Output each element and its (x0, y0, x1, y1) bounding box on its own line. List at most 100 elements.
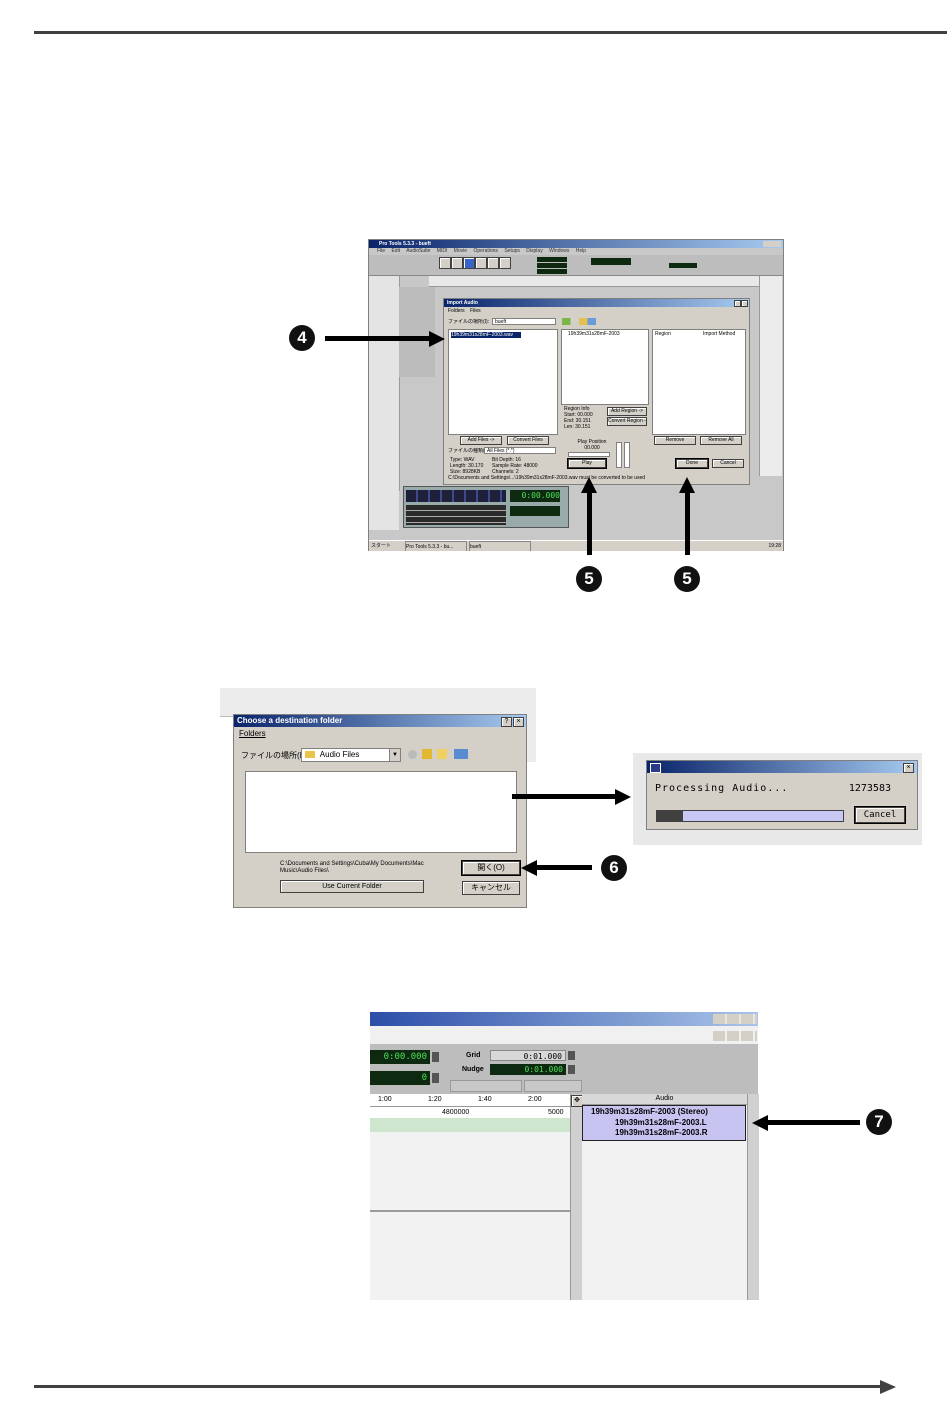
close-icon[interactable]: × (513, 717, 524, 727)
taskbar-protools[interactable]: Pro Tools 5.3.3 - bu... (405, 541, 467, 551)
callout-7-arrowhead (752, 1115, 768, 1131)
audio-list-header: Audio (582, 1094, 747, 1105)
callout-5-done-arrow (685, 492, 690, 555)
menu-edit[interactable]: Edit (391, 248, 401, 254)
menu-movie[interactable]: Movie (453, 248, 468, 254)
menu-files[interactable]: Files (470, 308, 481, 314)
file-regions-list[interactable]: 19h39m31s28mF-2003 (561, 329, 649, 405)
file-length-info: Length: 30.170 (450, 463, 484, 469)
audio-region-left[interactable]: 19h39m31s28mF-2003.L (615, 1118, 707, 1127)
grid-value[interactable]: 0:01.000 (490, 1050, 566, 1061)
secondary-counter[interactable]: 0 (370, 1071, 430, 1085)
zoom-tool-button[interactable] (439, 257, 451, 269)
edit-scrollbar[interactable] (570, 1094, 583, 1300)
help-button[interactable] (734, 300, 741, 307)
volume-fader-2[interactable] (624, 442, 630, 468)
import-dialog-titlebar: Import Audio (444, 299, 749, 307)
audio-list-title: Audio (655, 1095, 674, 1102)
volume-fader[interactable] (616, 442, 622, 468)
menu-file[interactable]: File (377, 248, 386, 254)
new-folder-icon[interactable] (437, 749, 447, 759)
main-counter[interactable]: 0:00.000 (370, 1050, 430, 1064)
pencil-tool-button[interactable] (499, 257, 511, 269)
import-region-list[interactable]: Region Import Method (652, 329, 746, 435)
audio-region-list: Audio 19h39m31s28mF-2003 (Stereo) 19h39m… (582, 1094, 747, 1300)
grid-menu[interactable] (568, 1051, 575, 1060)
taskbar-folder[interactable]: bueft (469, 541, 531, 551)
callout-6: 6 (601, 855, 627, 881)
main-counter[interactable] (537, 257, 567, 262)
tray-clock: 19:28 (768, 543, 781, 549)
done-button[interactable]: Done (675, 458, 709, 469)
play-button[interactable]: Play (567, 458, 607, 469)
look-in-dropdown[interactable]: bueft (492, 318, 556, 325)
close-icon[interactable]: × (903, 763, 914, 773)
menu-setups[interactable]: Setups (504, 248, 520, 254)
file-type-dropdown[interactable]: All Files (*.*) (484, 447, 556, 454)
use-current-folder-button[interactable]: Use Current Folder (280, 880, 424, 893)
region-column-header: Region (655, 331, 671, 337)
audio-region-stereo[interactable]: 19h39m31s28mF-2003 (Stereo) (591, 1107, 708, 1116)
start-counter[interactable] (537, 263, 567, 268)
convert-region-button[interactable]: Convert Region -> (607, 417, 647, 426)
nudge-menu[interactable] (568, 1065, 575, 1074)
add-region-button[interactable]: Add Region -> (607, 407, 647, 416)
look-in-dropdown[interactable]: Audio Files ▼ (301, 748, 401, 762)
menu-operations[interactable]: Operations (473, 248, 498, 254)
callout-6-arrowhead (521, 860, 537, 876)
menu-audiosuite[interactable]: AudioSuite (406, 248, 431, 254)
menu-folders[interactable]: Folders (448, 308, 465, 314)
menu-help[interactable]: Help (575, 248, 587, 254)
secondary-counter-menu[interactable] (432, 1073, 439, 1083)
file-item-selected[interactable]: 19h39m31s28mF-2003.wav (451, 332, 521, 338)
selection-counter[interactable] (591, 258, 631, 265)
transport-pre-roll[interactable] (510, 506, 560, 516)
grabber-tool-button[interactable] (475, 257, 487, 269)
play-position-slider[interactable] (568, 452, 610, 457)
region-list-scrollbar[interactable] (747, 1094, 759, 1300)
up-folder-icon[interactable] (422, 749, 432, 759)
nudge-counter[interactable] (669, 263, 697, 268)
callout-5-done-arrowhead (679, 477, 695, 493)
view-menu-icon[interactable] (454, 749, 468, 759)
processing-text: Processing Audio... (655, 783, 789, 794)
nav-icons[interactable] (562, 318, 596, 325)
start-button[interactable]: スタート (371, 543, 392, 549)
speaker-tool-button[interactable] (487, 257, 499, 269)
processing-cancel-button[interactable]: Cancel (854, 806, 906, 824)
convert-files-button[interactable]: Convert Files (507, 436, 549, 445)
cancel-button[interactable]: Cancel (712, 459, 744, 468)
main-counter-menu[interactable] (432, 1052, 439, 1062)
edit-window-titlebar (370, 1012, 758, 1026)
back-icon[interactable] (408, 750, 417, 759)
window-controls[interactable] (763, 241, 781, 247)
folder-list[interactable] (245, 771, 517, 853)
trim-tool-button[interactable] (451, 257, 463, 269)
look-in-value: Audio Files (319, 750, 360, 759)
remove-button[interactable]: Remove (654, 436, 696, 445)
nudge-value[interactable]: 0:01.000 (490, 1064, 566, 1075)
document-window-controls[interactable] (713, 1031, 757, 1041)
ruler-mark-4: 2:00 (528, 1096, 542, 1103)
cancel-button[interactable]: キャンセル (462, 881, 520, 895)
transport-buttons[interactable] (406, 490, 506, 502)
folders-menu[interactable]: Folders (239, 729, 266, 738)
menu-windows[interactable]: Windows (549, 248, 570, 254)
select-tool-button[interactable] (463, 257, 475, 269)
marker-strip (370, 1118, 570, 1133)
menu-display[interactable]: Display (526, 248, 543, 254)
end-counter[interactable] (537, 269, 567, 274)
close-icon[interactable] (741, 300, 748, 307)
file-list[interactable]: 19h39m31s28mF-2003.wav (448, 329, 558, 435)
add-files-button[interactable]: Add Files -> (460, 436, 502, 445)
file-type-info: Type: WAV (450, 457, 475, 463)
audio-region-right[interactable]: 19h39m31s28mF-2003.R (615, 1128, 708, 1137)
transport-counter[interactable]: 0:00.000 (510, 490, 560, 502)
audio-list-selected: 19h39m31s28mF-2003 (Stereo) 19h39m31s28m… (582, 1105, 746, 1141)
window-controls[interactable] (713, 1014, 757, 1024)
open-button[interactable]: 開く(O) (461, 860, 521, 876)
ruler-mark-1: 1:00 (378, 1096, 392, 1103)
menu-midi[interactable]: MIDI (436, 248, 448, 254)
remove-all-button[interactable]: Remove All (700, 436, 742, 445)
help-button[interactable]: ? (501, 717, 512, 727)
